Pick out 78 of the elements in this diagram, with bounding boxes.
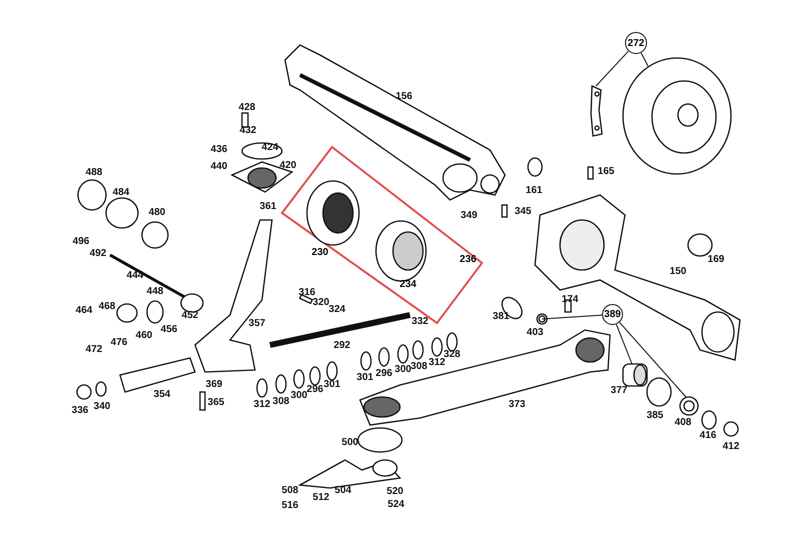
callout-number: 336 [72, 406, 88, 416]
callout-number: 456 [160, 325, 178, 335]
leader-line [640, 52, 648, 66]
callout-number: 292 [334, 341, 350, 351]
callout-number: 476 [110, 338, 128, 348]
callout-number: 412 [722, 442, 740, 452]
callout-number: 320 [312, 298, 330, 308]
callout-number: 373 [508, 400, 526, 410]
callout-number: 349 [460, 211, 478, 221]
callout-number: 361 [260, 202, 276, 212]
callout-number: 340 [94, 402, 110, 412]
callout-number: 416 [700, 431, 716, 441]
callout-number: 328 [444, 350, 460, 360]
callout-number: 420 [280, 161, 296, 171]
callout-number: 436 [210, 145, 228, 155]
callout-number: 524 [388, 500, 404, 510]
callout-number: 488 [86, 168, 102, 178]
callout-number: 150 [670, 267, 686, 277]
callout-number: 312 [428, 358, 446, 368]
callout-number: 520 [386, 487, 404, 497]
callout-circle [602, 304, 623, 325]
callout-number: 234 [400, 280, 416, 290]
washer [679, 396, 699, 416]
callout-number: 301 [324, 380, 340, 390]
callout-number: 448 [146, 287, 164, 297]
callout-number: 468 [98, 302, 116, 312]
callout-number: 472 [86, 345, 102, 355]
callout-number: 496 [72, 237, 90, 247]
brake-disc [622, 57, 732, 175]
callout-number: 161 [526, 186, 542, 196]
callout-number: 480 [148, 208, 166, 218]
brake-bracket [588, 84, 604, 138]
callout-number: 332 [412, 317, 428, 327]
leader-line [596, 50, 629, 86]
callout-number: 365 [208, 398, 224, 408]
callout-number: 500 [342, 438, 358, 448]
callout-number: 492 [90, 249, 106, 259]
callout-number: 230 [312, 248, 328, 258]
callout-number: 308 [410, 362, 428, 372]
callout-number: 440 [210, 162, 228, 172]
callout-number: 357 [248, 319, 266, 329]
callout-number: 300 [394, 365, 412, 375]
callout-number: 300 [290, 391, 308, 401]
bushing [622, 363, 648, 387]
callout-number: 408 [674, 418, 692, 428]
callout-number: 512 [312, 493, 330, 503]
callout-number: 316 [298, 288, 316, 298]
callout-number: 516 [282, 501, 298, 511]
callout-number: 354 [154, 390, 170, 400]
callout-circle [625, 32, 647, 54]
callout-number: 324 [328, 305, 346, 315]
callout-number: 385 [646, 411, 664, 421]
callout-number: 460 [136, 331, 152, 341]
callout-number: 484 [112, 188, 130, 198]
callout-number: 403 [526, 328, 544, 338]
callout-number: 508 [282, 486, 298, 496]
callout-number: 381 [492, 312, 510, 322]
callout-number: 301 [356, 373, 374, 383]
callout-number: 165 [598, 167, 614, 177]
callout-number: 236 [460, 255, 476, 265]
callout-number: 345 [514, 207, 532, 217]
callout-number: 296 [376, 369, 392, 379]
callout-number: 369 [206, 380, 222, 390]
callout-number: 428 [238, 103, 256, 113]
leader-line [616, 324, 632, 364]
leader-line [618, 322, 686, 398]
leader-line [542, 314, 603, 320]
callout-number: 272 [628, 38, 644, 48]
callout-number: 389 [604, 309, 621, 320]
callout-number: 312 [254, 400, 270, 410]
callout-number: 296 [306, 385, 324, 395]
washer [536, 313, 548, 325]
callout-number: 156 [396, 92, 412, 102]
callout-number: 377 [610, 386, 628, 396]
callout-number: 308 [272, 397, 290, 407]
callout-number: 464 [76, 306, 92, 316]
callout-number: 169 [708, 255, 724, 265]
highlight-frame [278, 145, 484, 325]
